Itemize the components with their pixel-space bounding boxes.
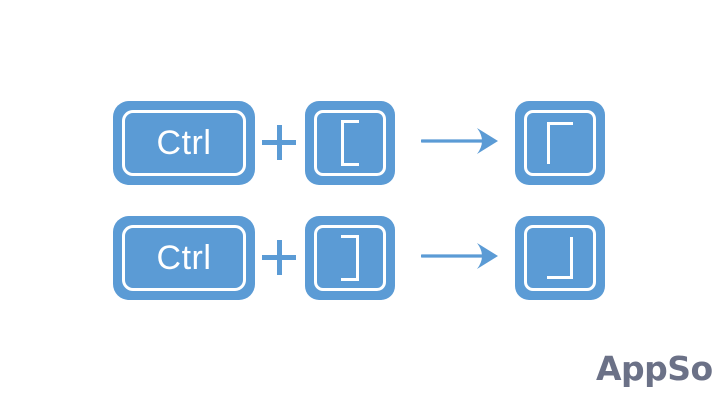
appso-logo: AppSo bbox=[596, 349, 713, 388]
key-close-bracket-face bbox=[314, 225, 386, 291]
right-square-bracket-icon bbox=[341, 235, 359, 281]
key-open-bracket[interactable] bbox=[305, 101, 395, 185]
key-result-corner-bracket-right[interactable] bbox=[515, 216, 605, 300]
shortcut-row-open-bracket: Ctrl bbox=[0, 97, 720, 193]
plus-vertical-bar bbox=[276, 125, 282, 160]
key-result-corner-bracket-left-face bbox=[524, 110, 596, 176]
key-open-bracket-face bbox=[314, 110, 386, 176]
key-ctrl[interactable]: Ctrl bbox=[113, 101, 255, 185]
key-close-bracket[interactable] bbox=[305, 216, 395, 300]
key-ctrl-label: Ctrl bbox=[156, 124, 212, 162]
key-ctrl[interactable]: Ctrl bbox=[113, 216, 255, 300]
cjk-corner-bracket-right-icon bbox=[547, 237, 573, 279]
plus-sign bbox=[262, 238, 296, 278]
key-ctrl-face: Ctrl bbox=[122, 225, 246, 291]
key-result-corner-bracket-left[interactable] bbox=[515, 101, 605, 185]
key-ctrl-face: Ctrl bbox=[122, 110, 246, 176]
shortcut-row-close-bracket: Ctrl bbox=[0, 212, 720, 308]
plus-vertical-bar bbox=[276, 240, 282, 275]
right-arrow-icon bbox=[421, 125, 499, 157]
cjk-corner-bracket-left-icon bbox=[547, 122, 573, 164]
left-square-bracket-icon bbox=[341, 120, 359, 166]
key-result-corner-bracket-right-face bbox=[524, 225, 596, 291]
plus-sign bbox=[262, 123, 296, 163]
right-arrow-icon bbox=[421, 240, 499, 272]
key-ctrl-label: Ctrl bbox=[156, 239, 212, 277]
